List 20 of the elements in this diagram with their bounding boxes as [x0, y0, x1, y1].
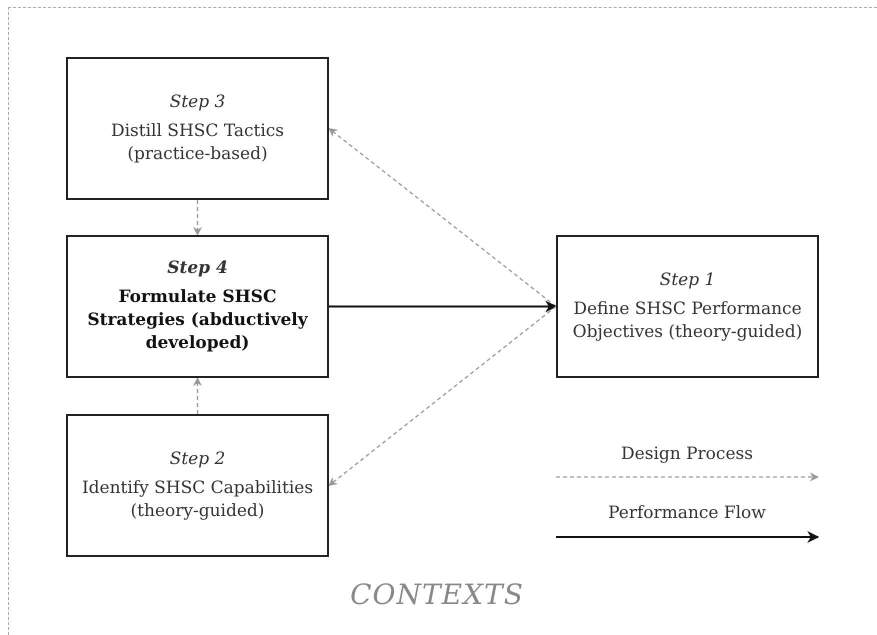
step-number: Step 4: [167, 258, 228, 278]
step-description: Identify SHSC Capabilities (theory-guided): [80, 476, 314, 522]
step-box: [556, 235, 819, 378]
step-number: Step 1: [660, 270, 716, 290]
arrow: [193, 200, 202, 236]
frame-title: CONTEXTS: [349, 578, 525, 611]
arrow: [329, 300, 558, 312]
step-box: [66, 57, 329, 200]
step-box: [66, 414, 329, 557]
legend-label: Design Process: [620, 444, 754, 464]
step-description: Define SHSC Performance Objectives (theory-guided): [572, 298, 804, 344]
arrow: [328, 128, 556, 308]
step-description: Distill SHSC Tactics (practice-based): [110, 120, 286, 166]
legend-label: Performance Flow: [607, 503, 767, 523]
step-description: Formulate SHSC Strategies (abductively developed): [86, 286, 309, 355]
arrow: [193, 377, 202, 414]
step-number: Step 2: [170, 448, 226, 469]
step-number: Step 3: [170, 92, 226, 112]
step-box: [66, 235, 329, 378]
arrow: [328, 306, 556, 486]
